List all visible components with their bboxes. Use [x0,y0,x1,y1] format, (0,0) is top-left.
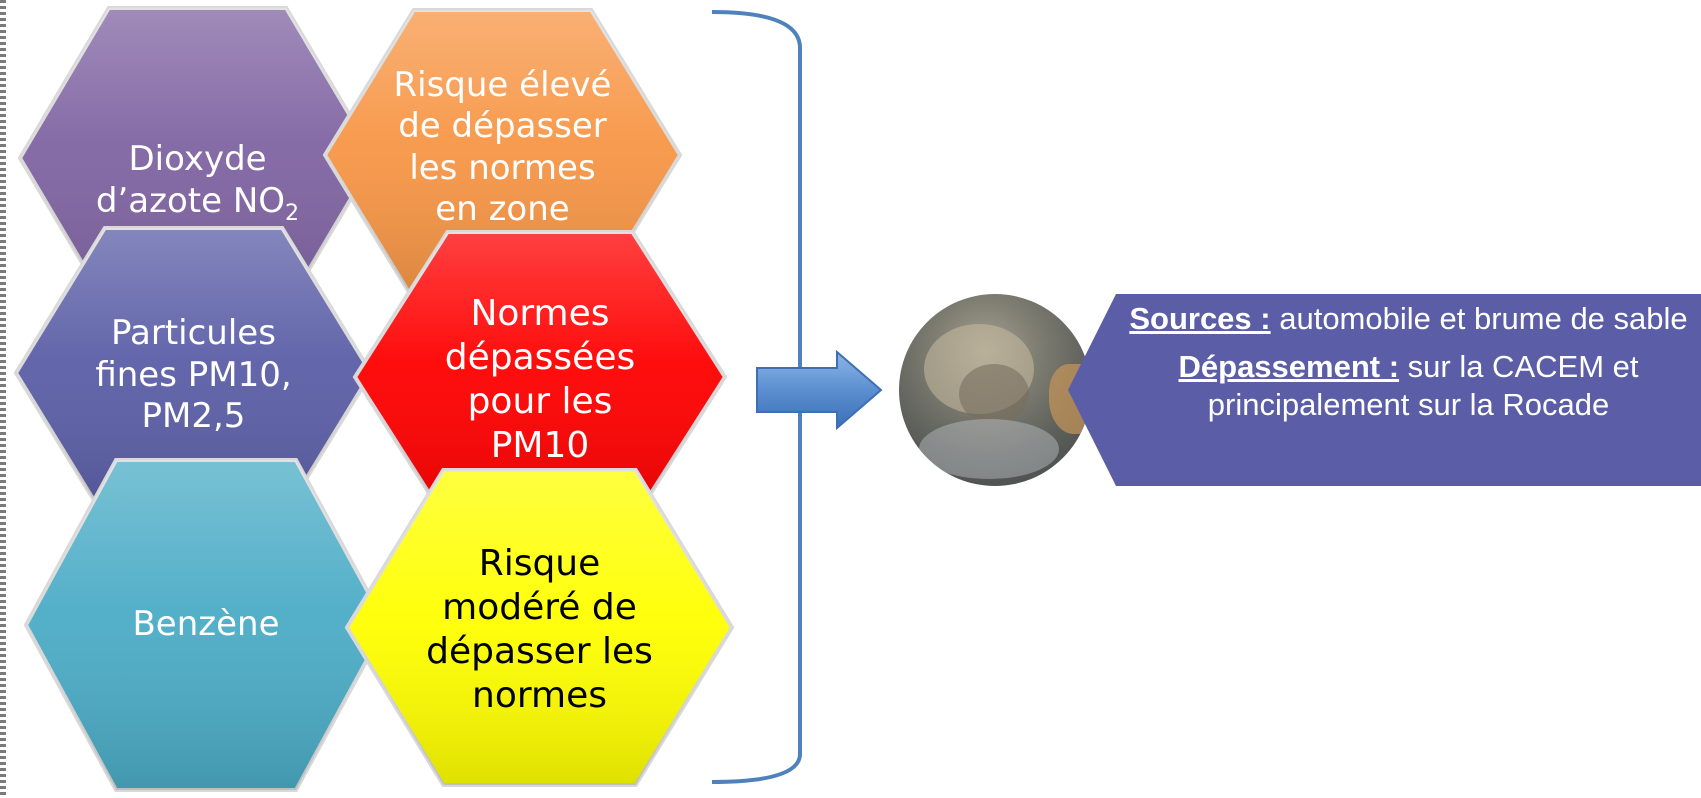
satellite-dust-image [899,294,1091,486]
hexagon-label-line: en zone [435,189,570,230]
hexagon-label-line: d’azote NO2 [95,180,300,226]
hexagon-label-line: fines PM10, [95,354,292,395]
hexagon-label-line: PM10 [490,424,590,466]
hexagon-benzene: Benzène [23,458,389,792]
subscript: 2 [285,199,300,226]
hexagon-label-line: Dioxyde [128,139,267,180]
depassement-text: sur la CACEM et principalement sur la Ro… [1207,348,1639,422]
hexagon-label-line: normes [472,674,607,716]
hexagon-label-line: pour les [467,380,613,422]
hexagon-label-line: les normes [409,147,596,188]
depassement-line: Dépassement : sur la CACEM et principale… [1116,348,1701,424]
sources-text: automobile et brume de sable [1270,301,1688,336]
page-left-border [0,0,6,798]
hexagon-label-line: Benzène [132,604,280,645]
hexagon-label-line: dépassées [444,336,636,378]
hexagon-label-line: modéré de [442,587,637,629]
hexagon-label-line: PM2,5 [141,396,246,437]
hexagon-label: Benzène [58,460,355,790]
arrow-right-icon [755,349,885,434]
sources-label: Sources : [1129,301,1271,336]
info-callout: Sources : automobile et brume de sable D… [1068,294,1701,486]
hexagon-label-line: Risque élevé [393,65,612,105]
hexagon-label-line: Particules [111,313,276,354]
sources-line: Sources : automobile et brume de sable [1116,300,1701,338]
depassement-label: Dépassement : [1178,348,1400,384]
hexagon-label-line: de dépasser [398,106,607,147]
hexagon-label-line: Risque [478,543,601,585]
hexagon-label-line: dépasser les [426,631,653,672]
hexagon-label-line: Normes [470,293,610,334]
